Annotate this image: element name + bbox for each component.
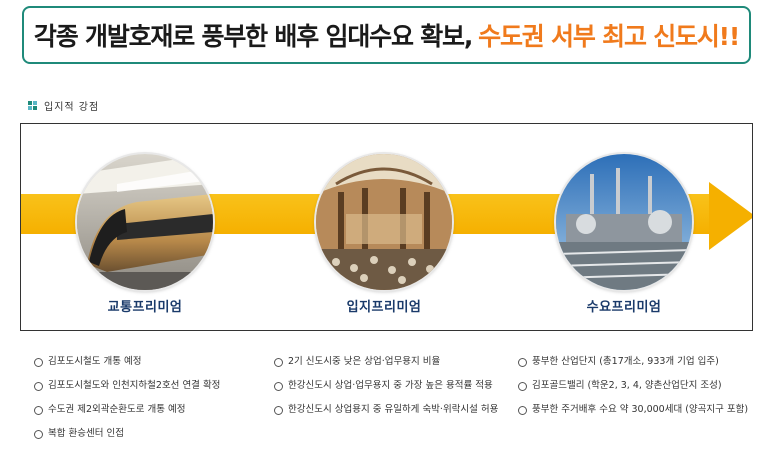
- demand-list: 풍부한 산업단지 (총17개소, 933개 기업 입주) 김포골드밸리 (학운2…: [518, 356, 748, 428]
- location-list: 2기 신도시중 낮은 상업·업무용지 비율 한강신도시 상업·업무용지 중 가장…: [274, 356, 498, 428]
- list-item: 풍부한 주거배후 수요 약 30,000세대 (양곡지구 포함): [518, 404, 748, 428]
- circle-bullet-icon: [34, 382, 43, 391]
- circle-bullet-icon: [518, 382, 527, 391]
- circle-bullet-icon: [34, 430, 43, 439]
- section-header: 입지적 강점: [28, 98, 99, 113]
- premium-panel: 교통프리미엄 입지프리미엄 수요프리미엄: [20, 123, 753, 331]
- caption-demand: 수요프리미엄: [586, 300, 662, 315]
- section-bullet-icon: [28, 101, 37, 110]
- caption-location: 입지프리미엄: [346, 300, 422, 315]
- list-item: 풍부한 산업단지 (총17개소, 933개 기업 입주): [518, 356, 748, 380]
- subway-train-image: [77, 154, 213, 290]
- list-item: 김포도시철도 개통 예정: [34, 356, 220, 380]
- headline-accent: 수도권 서부 최고 신도시!!: [478, 22, 740, 51]
- circle-bullet-icon: [518, 406, 527, 415]
- circle-bullet-icon: [274, 382, 283, 391]
- list-item: 김포도시철도와 인천지하철2호선 연결 확정: [34, 380, 220, 404]
- shopping-mall-image: [316, 154, 452, 290]
- transport-list: 김포도시철도 개통 예정 김포도시철도와 인천지하철2호선 연결 확정 수도권 …: [34, 356, 220, 452]
- circle-bullet-icon: [34, 358, 43, 367]
- caption-transport: 교통프리미엄: [107, 300, 183, 315]
- circle-bullet-icon: [274, 358, 283, 367]
- list-item: 2기 신도시중 낮은 상업·업무용지 비율: [274, 356, 498, 380]
- list-item: 한강신도시 상업·업무용지 중 가장 높은 용적률 적용: [274, 380, 498, 404]
- industrial-complex-image: [556, 154, 692, 290]
- section-title: 입지적 강점: [44, 102, 100, 113]
- list-item: 김포골드밸리 (학운2, 3, 4, 양촌산업단지 조성): [518, 380, 748, 404]
- headline-main: 각종 개발호재로 풍부한 배후 임대수요 확보,: [33, 22, 473, 51]
- circle-bullet-icon: [518, 358, 527, 367]
- circle-bullet-icon: [34, 406, 43, 415]
- list-item: 수도권 제2외곽순환도로 개통 예정: [34, 404, 220, 428]
- headline-banner: 각종 개발호재로 풍부한 배후 임대수요 확보, 수도권 서부 최고 신도시!!: [22, 6, 751, 64]
- arrow-head-icon: [709, 182, 752, 250]
- list-item: 한강신도시 상업용지 중 유일하게 숙박·위락시설 허용: [274, 404, 498, 428]
- circle-bullet-icon: [274, 406, 283, 415]
- list-item: 복합 환승센터 인접: [34, 428, 220, 452]
